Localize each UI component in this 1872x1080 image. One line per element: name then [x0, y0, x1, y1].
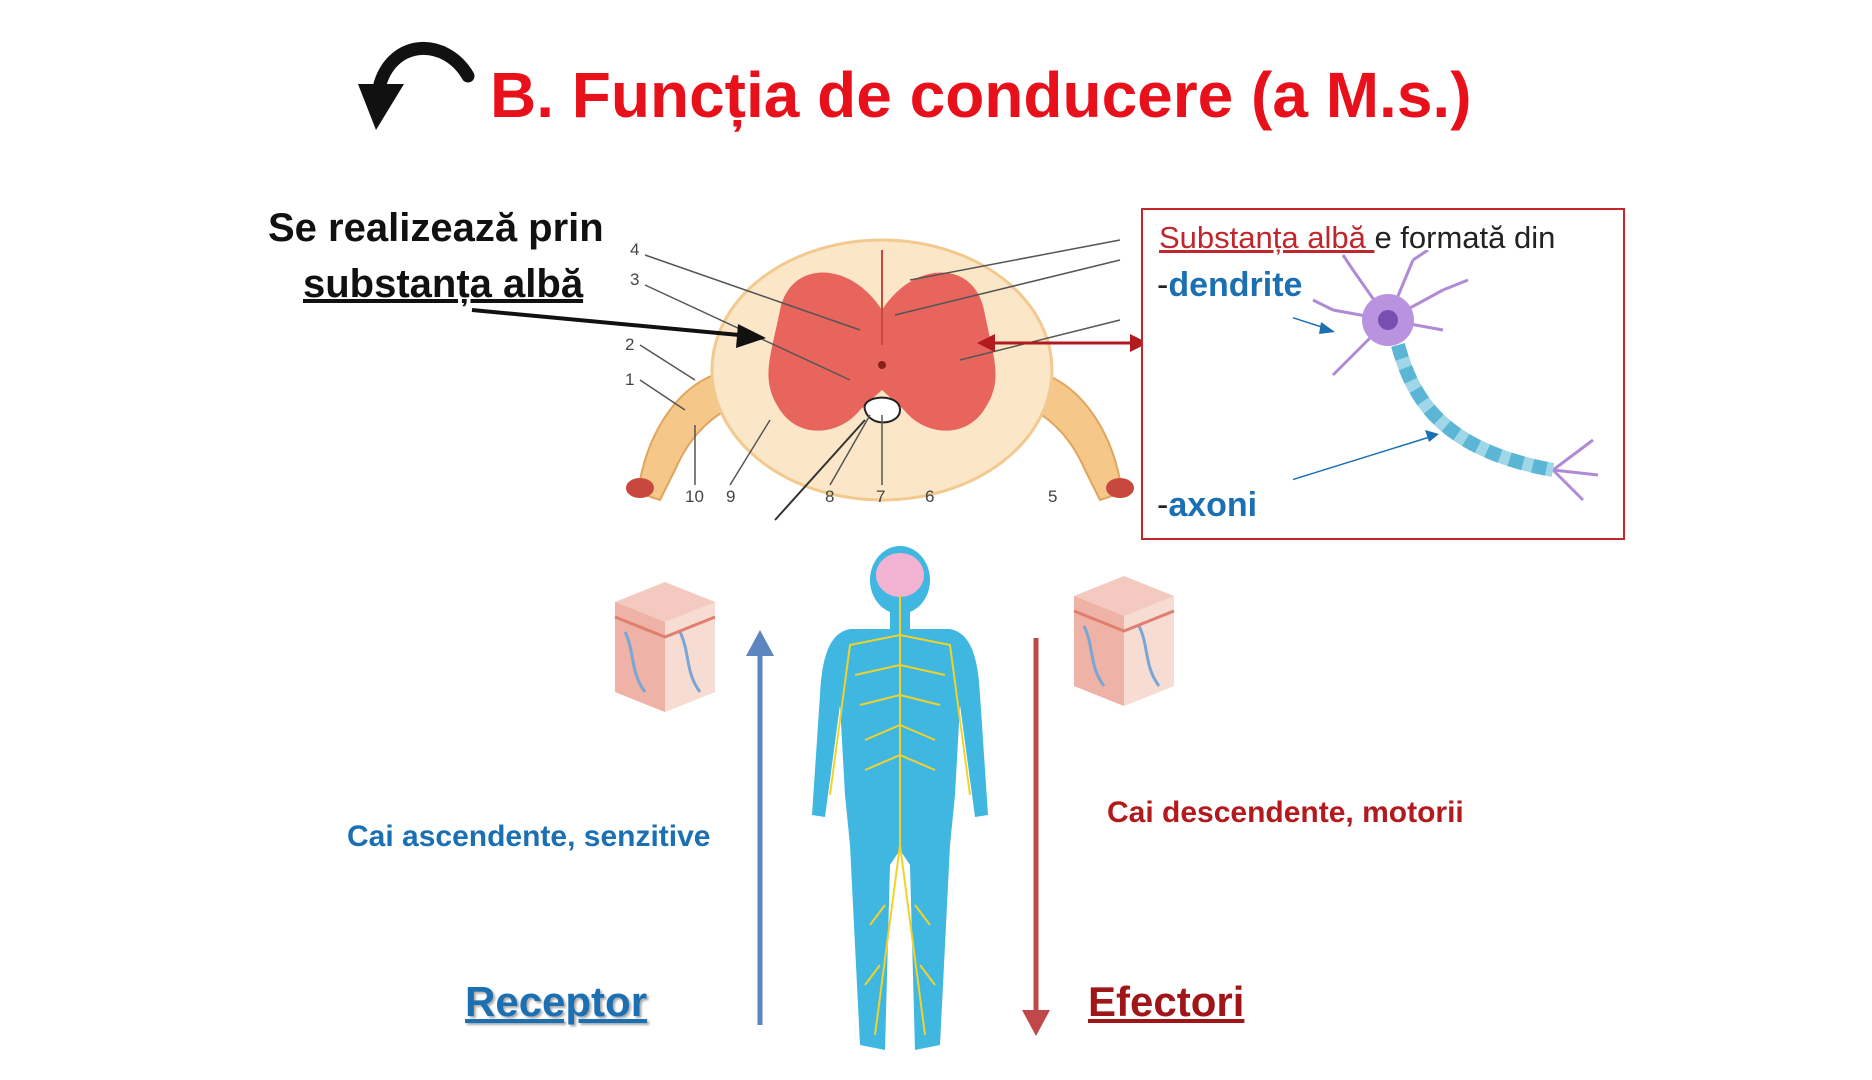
right-root-end — [1106, 478, 1134, 498]
label-2: 2 — [625, 335, 634, 354]
slide-title: B. Funcția de conducere (a M.s.) — [490, 59, 1472, 131]
label-3: 3 — [630, 270, 639, 289]
label-8: 8 — [825, 487, 834, 506]
brain — [876, 553, 924, 597]
label-9: 9 — [726, 487, 735, 506]
label-1: 1 — [625, 370, 634, 389]
curved-arrow-icon[interactable] — [350, 28, 480, 138]
dendrite-label: dendrite — [1168, 266, 1303, 304]
ascending-pathways-label: Cai ascendente, senzitive — [347, 820, 711, 853]
label-5: 5 — [1048, 487, 1057, 506]
label-4: 4 — [630, 240, 639, 259]
descending-pathways-label: Cai descendente, motorii — [1107, 796, 1464, 829]
left-root-end — [626, 478, 654, 498]
skin-receptor-illustration — [614, 582, 716, 712]
central-canal — [878, 361, 886, 369]
effector-label[interactable]: Efectori — [1088, 978, 1245, 1025]
human-nervous-system-figure — [812, 546, 988, 1050]
label-10: 10 — [685, 487, 704, 506]
label-7: 7 — [876, 487, 885, 506]
descending-arrow — [1022, 638, 1050, 1036]
spinal-cord-diagram: 4 3 2 1 10 9 8 7 6 5 — [620, 220, 1140, 525]
white-matter-info-box: Substanța albă e formată din -dendrite -… — [1141, 208, 1625, 540]
double-arrow — [977, 334, 1148, 352]
grey-matter — [768, 272, 996, 431]
skin-effector-illustration — [1073, 576, 1175, 706]
intro-text-line2: substanța albă — [303, 262, 584, 306]
receptor-label[interactable]: Receptor — [465, 978, 648, 1025]
box-item-axons: -axoni — [1157, 486, 1257, 525]
pointer-arrow — [471, 308, 766, 348]
box-heading-term: Substanța albă — [1159, 220, 1375, 255]
axon-label: axoni — [1168, 486, 1258, 524]
box-heading: Substanța albă e formată din — [1159, 220, 1555, 256]
ascending-arrow — [746, 630, 774, 1025]
label-6: 6 — [925, 487, 934, 506]
dash: - — [1157, 486, 1169, 524]
box-item-dendrites: -dendrite — [1157, 266, 1302, 305]
neuron-illustration — [1293, 250, 1599, 502]
dash: - — [1157, 266, 1169, 304]
intro-text-line1: Se realizează prin — [268, 206, 604, 250]
box-heading-rest: e formată din — [1374, 220, 1556, 255]
